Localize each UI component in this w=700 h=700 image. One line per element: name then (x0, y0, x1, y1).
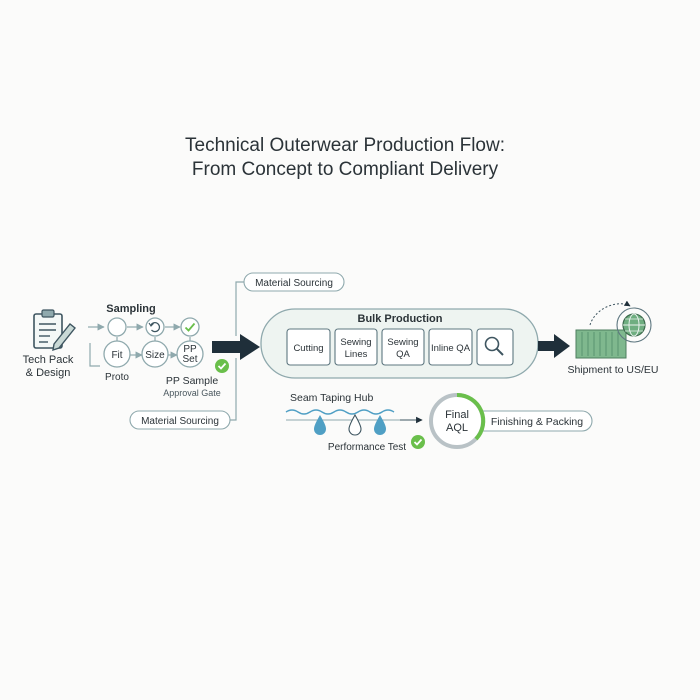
step-cutting (286, 328, 331, 366)
sample-node-fit-label: Fit (111, 350, 122, 361)
refresh-icon (145, 317, 165, 337)
material-sourcing-top-label: Material Sourcing (255, 278, 333, 289)
tech-pack-label-line-1: Tech Pack (23, 354, 74, 366)
water-drops-icon (285, 409, 423, 436)
step-cutting-label: Cutting (293, 343, 323, 354)
proto-label: Proto (105, 372, 129, 383)
step-sewing-lines-label-1: Sewing (340, 337, 371, 348)
seam-taping-label: Seam Taping Hub (290, 392, 373, 404)
material-sourcing-bottom-label: Material Sourcing (141, 416, 219, 427)
step-sewing-lines (334, 328, 378, 366)
material-sourcing-connectors (230, 281, 244, 421)
material-sourcing-bottom-pill (129, 410, 231, 430)
sample-node-size-label: Size (145, 350, 165, 361)
final-aql-ring (429, 392, 486, 449)
step-inline-qa (428, 328, 473, 366)
empty-circle-icon (107, 317, 127, 337)
final-aql-line-1: Final (445, 409, 469, 421)
tech-pack-label-line-2: & Design (26, 367, 71, 379)
step-sewing-qa (381, 328, 425, 366)
magnifier-icon (476, 328, 514, 366)
step-sewing-lines-label-2: Lines (345, 349, 368, 360)
approval-gate-label: Approval Gate (163, 388, 221, 398)
arrow-to-shipment (538, 334, 570, 358)
step-sewing-qa-label-2: QA (396, 349, 410, 360)
sampling-connectors (88, 323, 191, 367)
performance-check-icon (411, 435, 425, 449)
finishing-packing-label: Finishing & Packing (491, 416, 583, 428)
step-inline-qa-label: Inline QA (431, 343, 471, 354)
sampling-title: Sampling (106, 303, 156, 315)
sample-node-fit (103, 340, 131, 368)
shipment-label: Shipment to US/EU (567, 364, 658, 376)
sample-node-pp-label: PP (183, 344, 197, 355)
performance-test-label: Performance Test (328, 442, 406, 453)
material-sourcing-top-pill (243, 272, 345, 292)
check-icon (180, 317, 200, 337)
title-line-1: Technical Outerwear Production Flow: (185, 135, 505, 156)
step-sewing-qa-label-1: Sewing (387, 337, 418, 348)
container-globe-icon (575, 300, 652, 359)
arrow-to-bulk-production (212, 334, 260, 360)
sample-node-size (141, 340, 169, 368)
title-line-2: From Concept to Compliant Delivery (192, 159, 499, 180)
approval-check-icon (215, 359, 229, 373)
pp-sample-label: PP Sample (166, 375, 218, 387)
sample-node-pp-set (176, 340, 204, 368)
clipboard-pencil-icon (33, 309, 76, 352)
bulk-production-title: Bulk Production (358, 313, 443, 325)
final-aql-line-2: AQL (446, 422, 468, 434)
sample-node-set-label: Set (182, 354, 197, 365)
